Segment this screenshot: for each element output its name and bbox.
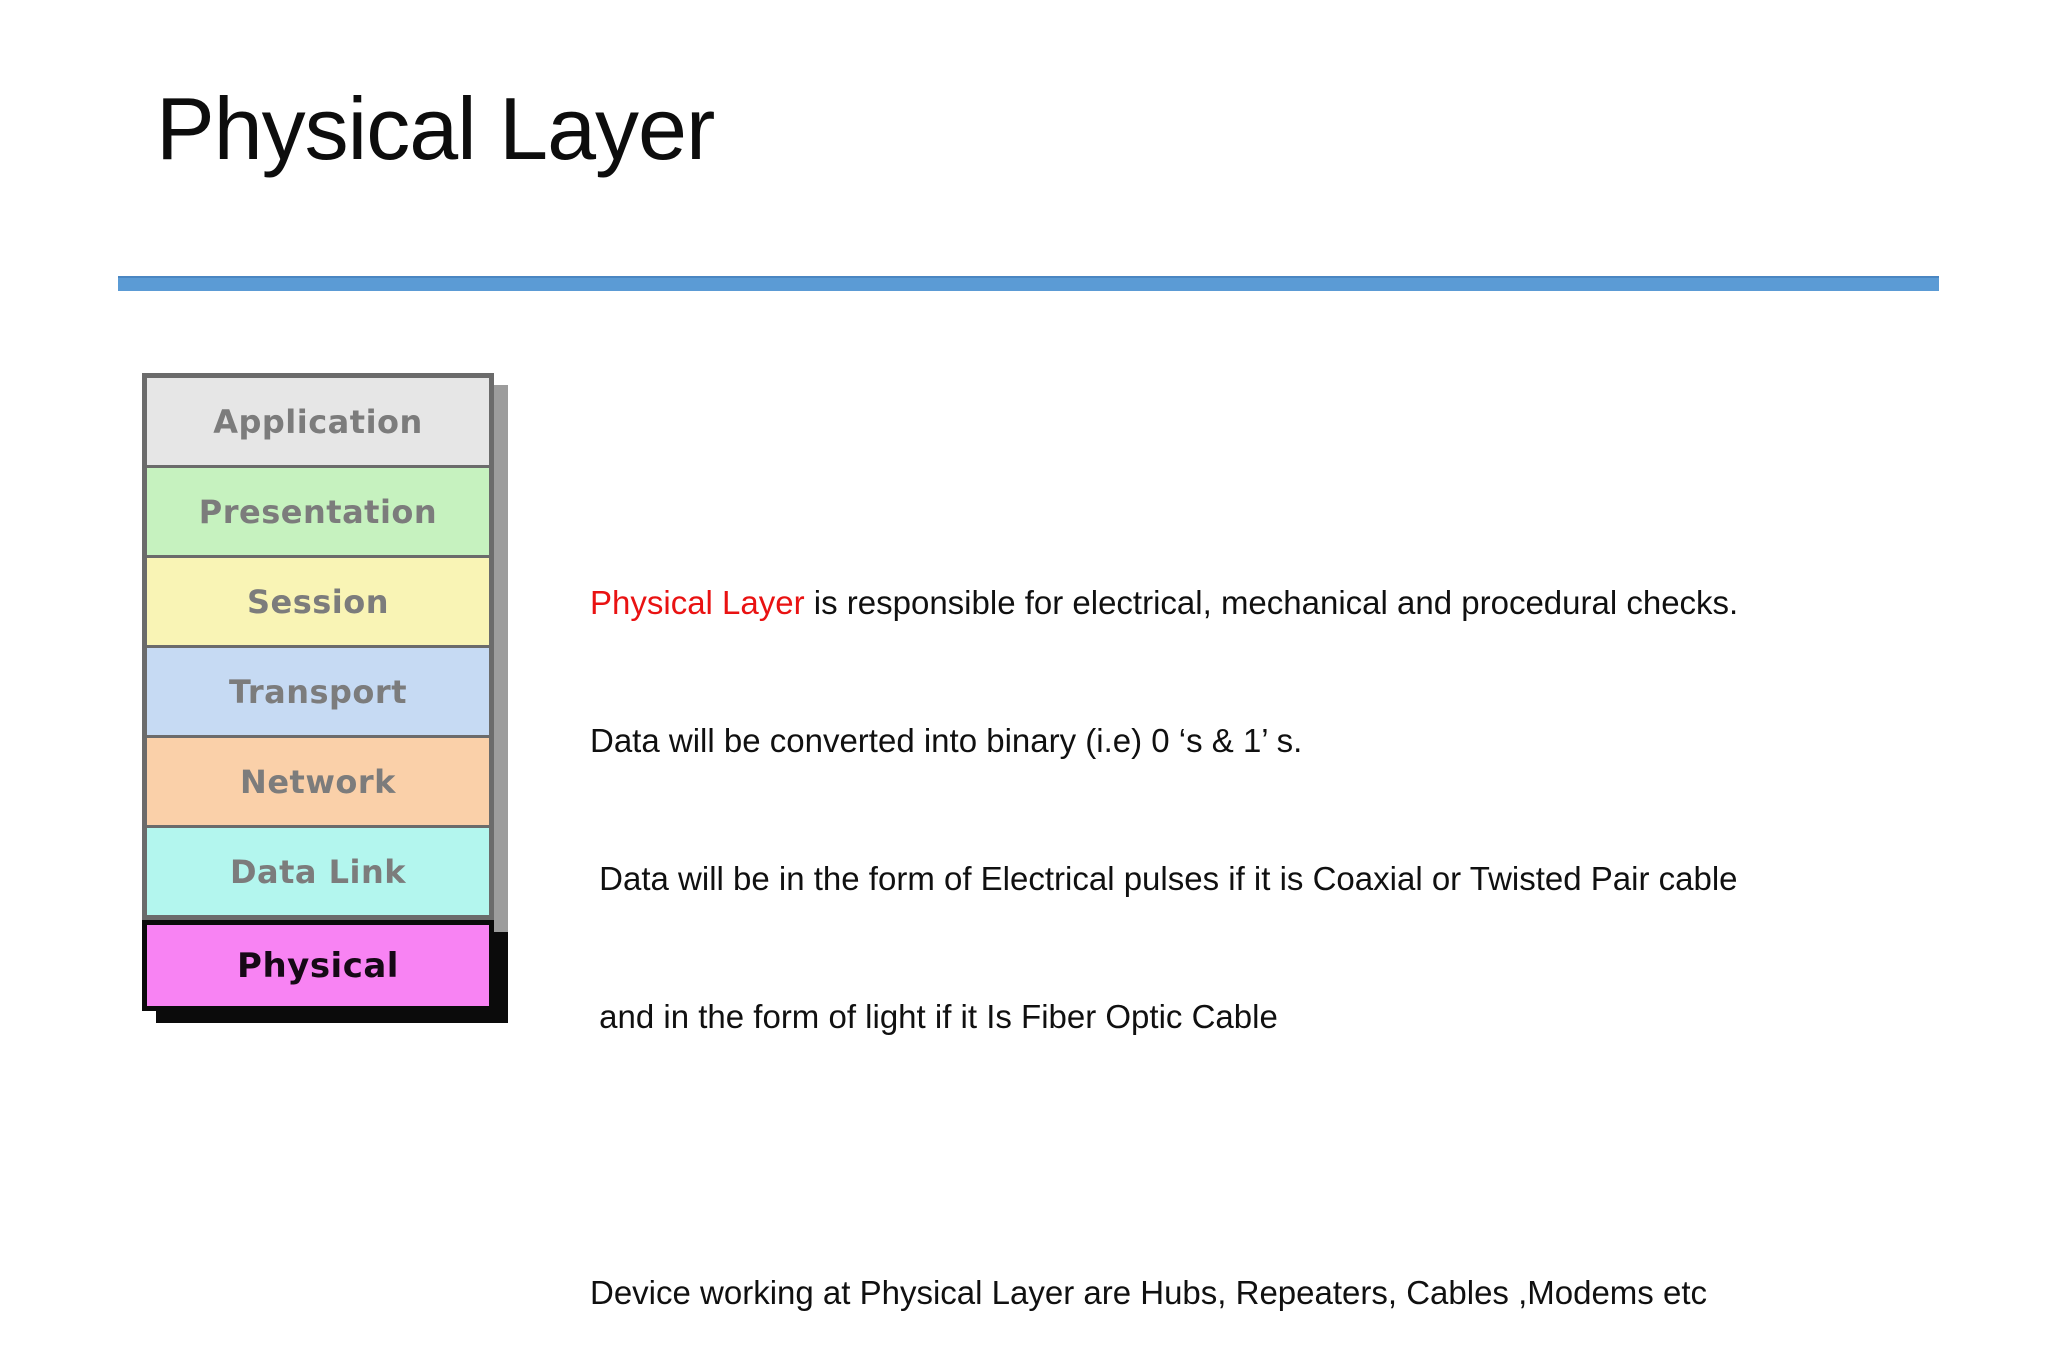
osi-layer-physical: Physical <box>142 920 494 1011</box>
osi-layer-presentation: Presentation <box>147 468 489 558</box>
blank-line <box>590 1132 1990 1178</box>
body-line-1: Physical Layer is responsible for electr… <box>590 580 1990 626</box>
osi-layer-label-physical: Physical <box>237 945 399 986</box>
osi-layer-transport-label: Transport <box>229 672 407 711</box>
title-divider-rule <box>118 276 1939 291</box>
osi-layer-transport: Transport <box>147 648 489 738</box>
osi-layer-network: Network <box>147 738 489 828</box>
body-line-1-rest: is responsible for electrical, mechanica… <box>804 584 1739 621</box>
osi-layer-presentation-label: Presentation <box>198 492 438 531</box>
osi-layer-session-label: Session <box>246 582 390 621</box>
osi-layer-data-link-label: Data Link <box>229 852 407 891</box>
body-line-4: and in the form of light if it Is Fiber … <box>590 998 1278 1035</box>
body-line-3: Data will be in the form of Electrical p… <box>590 860 1738 897</box>
osi-layer-data-link: Data Link <box>147 828 489 915</box>
page-title: Physical Layer <box>156 79 715 178</box>
osi-layer-session: Session <box>147 558 489 648</box>
physical-layer-highlight: Physical Layer <box>590 584 805 621</box>
body-line-2: Data will be converted into binary (i.e)… <box>590 722 1303 759</box>
osi-layer-network-label: Network <box>240 762 396 801</box>
body-text-block: Physical Layer is responsible for electr… <box>590 488 1990 1362</box>
body-line-5: Device working at Physical Layer are Hub… <box>590 1274 1707 1311</box>
osi-layer-application-label: Application <box>213 402 423 441</box>
osi-layer-application: Application <box>147 378 489 468</box>
